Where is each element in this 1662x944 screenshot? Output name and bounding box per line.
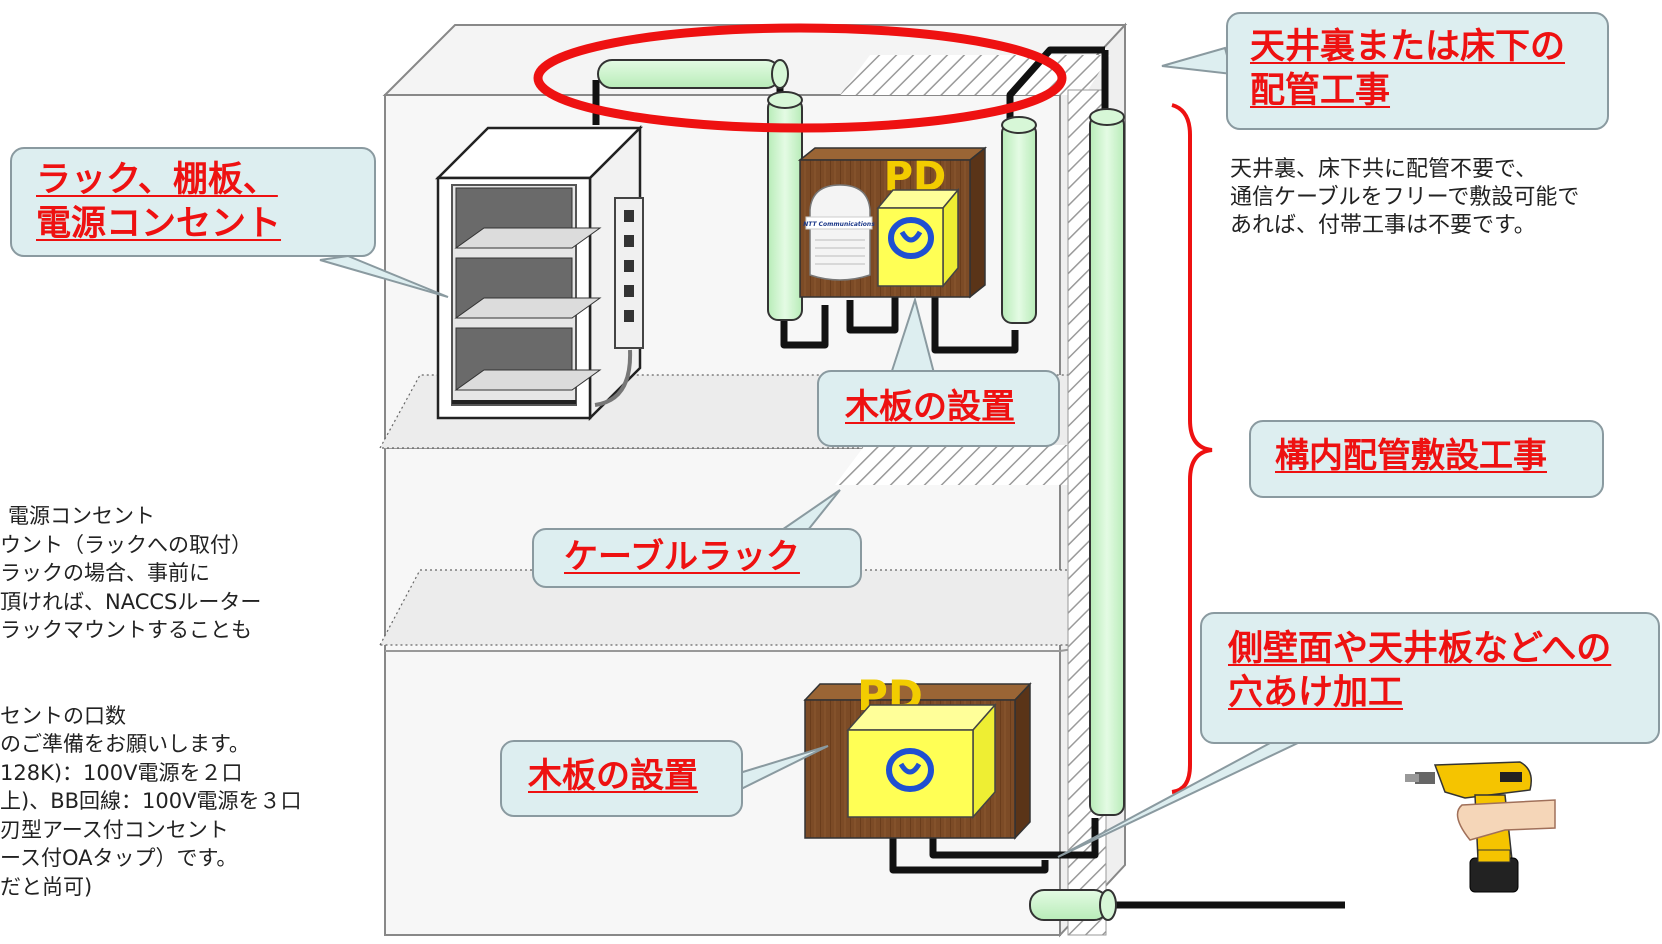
- left-note-line: ラックの場合、事前に: [0, 561, 210, 585]
- callout-cable-rack: ケーブルラック: [532, 528, 862, 588]
- power-strip-icon: [594, 197, 644, 407]
- callout-ceiling-line2: 配管工事: [1250, 70, 1391, 111]
- server-rack-icon: [434, 124, 644, 422]
- ceiling-note-line3: あれば、付帯工事は不要です。: [1230, 213, 1536, 238]
- left-note-line: セントの口数: [0, 703, 126, 728]
- callout-ceiling-line1: 天井裏または床下の: [1250, 27, 1566, 67]
- left-note-line: 頂ければ、NACCSルーター: [0, 589, 262, 614]
- ceiling-note-line2: 通信ケーブルをフリーで敷設可能で: [1230, 185, 1580, 210]
- callout-rack-shelf-outlet: ラック、棚板、 電源コンセント: [10, 147, 376, 257]
- router-icon: NTT Communications: [803, 184, 875, 281]
- left-note-line: ース付OAタップ）です。: [0, 846, 238, 870]
- left-note-line: のご準備をお願いします。: [0, 732, 250, 756]
- callout-drilling-line2: 穴あけ加工: [1228, 672, 1404, 713]
- callout-board-upper-text: 木板の設置: [845, 387, 1015, 427]
- left-note-line: [0, 645, 384, 674]
- terminal-box-icon: PD: [846, 671, 997, 819]
- router-brand-label: NTT Communications: [803, 221, 875, 228]
- conduit-pipe-icon: [597, 59, 1125, 921]
- callout-drilling-line1: 側壁面や天井板などへの: [1228, 629, 1612, 669]
- ceiling-note-line1: 天井裏、床下共に配管不要で、: [1230, 157, 1538, 182]
- callout-board-upper: 木板の設置: [817, 370, 1060, 447]
- callout-board-lower-text: 木板の設置: [528, 756, 698, 796]
- callout-board-lower: 木板の設置: [500, 740, 743, 817]
- left-note-line: ウント（ラックへの取付）: [0, 532, 252, 557]
- callout-premises-piping: 構内配管敷設工事: [1249, 420, 1604, 498]
- power-drill-icon: [1405, 761, 1556, 893]
- left-note-line: 電源コンセント: [8, 504, 155, 528]
- left-note: 電源コンセント ウント（ラックへの取付） ラックの場合、事前に 頂ければ、NAC…: [0, 502, 384, 901]
- callout-wall-drilling: 側壁面や天井板などへの 穴あけ加工: [1200, 612, 1660, 744]
- callout-cable-rack-text: ケーブルラック: [564, 537, 800, 577]
- callout-rack-line1: ラック、棚板、: [36, 160, 278, 200]
- ceiling-note: 天井裏、床下共に配管不要で、 通信ケーブルをフリーで敷設可能で あれば、付帯工事…: [1230, 156, 1579, 240]
- brace-bracket: [1171, 103, 1213, 794]
- callout-rack-line2: 電源コンセント: [36, 203, 282, 244]
- left-note-line: 刃型アース付コンセント: [0, 817, 229, 842]
- left-note-line: だと尚可): [0, 874, 93, 899]
- left-note-line: 上)、BB回線：100V電源を３口: [0, 789, 302, 813]
- highlight-ellipse: [533, 23, 1067, 133]
- callout-ceiling-floor-piping: 天井裏または床下の 配管工事: [1226, 12, 1609, 130]
- left-note-line: 128K)：100V電源を２口: [0, 760, 243, 785]
- terminal-box-icon: PD: [876, 154, 960, 289]
- left-note-line: ラックマウントすることも: [0, 618, 252, 642]
- callout-premises-text: 構内配管敷設工事: [1275, 436, 1547, 476]
- left-note-line: [0, 673, 384, 702]
